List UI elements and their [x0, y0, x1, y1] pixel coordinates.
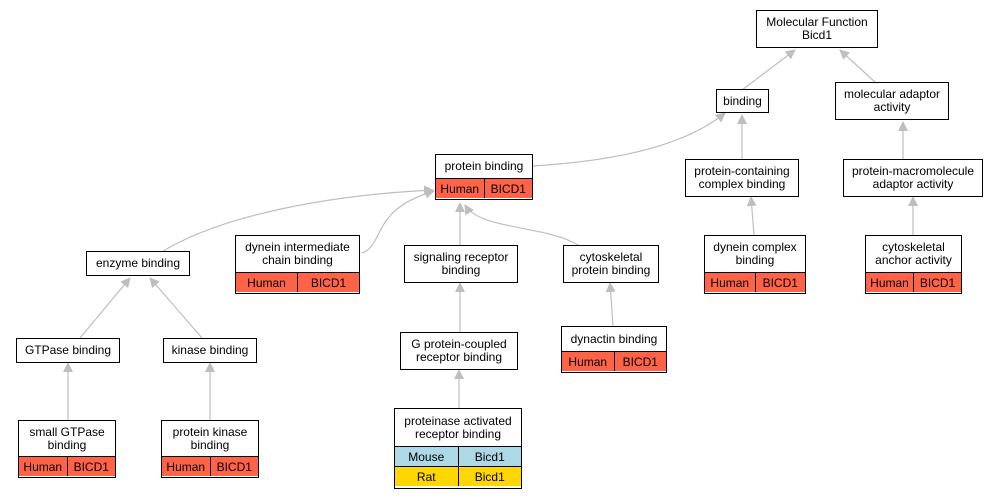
node-label-line: binding: [723, 93, 762, 108]
node-label-line: activity: [873, 100, 911, 114]
node-label-line: protein kinase: [172, 424, 248, 439]
annotation-row: Human BICD1: [162, 456, 258, 476]
edge-dynein-complex-to-complex: [746, 196, 757, 236]
node-dynein-complex-binding[interactable]: dynein complex binding Human BICD1: [704, 235, 806, 294]
node-cytoskeletal-protein-binding[interactable]: cytoskeletal protein binding: [563, 245, 659, 283]
edge-dynactin-to-cytoskeletal: [605, 282, 616, 327]
edge-enzyme-to-protein-binding: [159, 185, 434, 254]
node-proteinase-activated-receptor-binding[interactable]: proteinase activated receptor binding Mo…: [394, 408, 522, 489]
annotation-row: Mouse Bicd1: [395, 446, 521, 466]
node-small-gtpase-binding[interactable]: small GTPase binding Human BICD1: [18, 420, 116, 478]
node-label-line: chain binding: [262, 253, 333, 267]
node-molecular-adaptor-activity[interactable]: molecular adaptor activity: [835, 82, 949, 120]
gene-cell: BICD1: [913, 273, 961, 292]
species-cell: Human: [705, 273, 755, 292]
species-cell: Mouse: [395, 447, 458, 466]
edge-dynein-ic-to-protein-binding: [361, 188, 435, 254]
edge-binding-to-root: [741, 49, 796, 91]
node-label-line: protein binding: [444, 159, 524, 173]
species-cell: Human: [162, 457, 210, 476]
node-cytoskeletal-anchor-activity[interactable]: cytoskeletal anchor activity Human BICD1: [865, 235, 962, 294]
species-cell: Human: [236, 273, 297, 292]
species-cell: Human: [562, 352, 614, 371]
node-signaling-receptor-binding[interactable]: signaling receptor binding: [404, 245, 518, 283]
node-kinase-binding[interactable]: kinase binding: [163, 338, 257, 363]
gene-cell: BICD1: [613, 352, 666, 371]
node-label-line: anchor activity: [875, 253, 952, 267]
node-label-line: small GTPase: [29, 424, 105, 439]
node-label-line: binding: [441, 263, 481, 277]
edge-adaptor-to-root: [839, 49, 877, 84]
node-label-line: GTPase binding: [24, 343, 112, 357]
node-label-line: protein-macromolecule: [851, 164, 975, 178]
node-label-line: molecular adaptor: [843, 87, 941, 101]
node-label-line: adaptor activity: [872, 177, 954, 191]
edge-kinase-to-enzyme: [149, 277, 203, 339]
node-label-line: dynein intermediate: [245, 240, 350, 254]
edge-cytoskeletal-to-protein-binding: [464, 204, 579, 246]
node-label-line: enzyme binding: [95, 256, 181, 270]
node-protein-macromolecule-adaptor[interactable]: protein-macromolecule adaptor activity: [843, 159, 983, 197]
gene-cell: BICD1: [483, 179, 532, 198]
node-label-line: binding: [190, 437, 230, 452]
annotation-row: Human BICD1: [436, 178, 532, 198]
annotation-row: Human BICD1: [236, 272, 359, 292]
annotation-row: Human BICD1: [866, 272, 961, 292]
node-label-line: proteinase activated: [404, 413, 512, 428]
species-cell: Human: [436, 179, 484, 198]
node-label-line: binding: [735, 253, 775, 267]
node-label-line: receptor binding: [414, 426, 502, 441]
node-binding[interactable]: binding: [716, 89, 769, 113]
node-enzyme-binding[interactable]: enzyme binding: [86, 251, 190, 276]
node-label-line: kinase binding: [171, 343, 249, 357]
node-label-line: G protein-coupled: [411, 337, 507, 351]
node-gpcr-binding[interactable]: G protein-coupled receptor binding: [400, 332, 518, 370]
node-protein-containing-complex-binding[interactable]: protein-containing complex binding: [685, 159, 799, 197]
edge-gtpase-to-enzyme: [79, 277, 131, 339]
node-label-line: cytoskeletal: [882, 240, 945, 254]
node-gtpase-binding[interactable]: GTPase binding: [16, 338, 120, 363]
annotation-row: Human BICD1: [705, 272, 805, 292]
annotation-row: Human BICD1: [562, 351, 666, 371]
node-dynactin-binding[interactable]: dynactin binding Human BICD1: [561, 326, 667, 373]
node-label-line: binding: [47, 437, 87, 452]
gene-cell: BICD1: [754, 273, 805, 292]
node-protein-kinase-binding[interactable]: protein kinase binding Human BICD1: [161, 420, 259, 478]
node-label-line: Bicd1: [801, 28, 833, 42]
node-label-line: signaling receptor: [413, 250, 509, 264]
node-label-line: Molecular Function: [766, 15, 868, 29]
node-label-line: complex binding: [698, 177, 786, 191]
node-dynein-intermediate-chain-binding[interactable]: dynein intermediate chain binding Human …: [235, 235, 360, 294]
gene-cell: BICD1: [66, 457, 115, 476]
node-label-line: dynein complex: [713, 240, 797, 254]
species-cell: Human: [866, 273, 913, 292]
annotation-row: Rat Bicd1: [395, 466, 521, 486]
node-label-line: dynactin binding: [570, 331, 658, 346]
species-cell: Rat: [395, 467, 458, 486]
node-label-line: protein binding: [571, 263, 651, 277]
gene-cell: BICD1: [209, 457, 258, 476]
node-molecular-function[interactable]: Molecular Function Bicd1: [756, 10, 878, 48]
node-label-line: cytoskeletal: [579, 250, 643, 264]
node-label-line: protein-containing: [694, 164, 790, 178]
node-label-line: receptor binding: [415, 350, 503, 364]
gene-cell: Bicd1: [457, 447, 521, 466]
species-cell: Human: [19, 457, 67, 476]
edge-protein-binding-to-binding: [532, 112, 726, 167]
gene-cell: Bicd1: [457, 467, 521, 486]
node-protein-binding[interactable]: protein binding Human BICD1: [435, 154, 533, 200]
gene-cell: BICD1: [297, 273, 359, 292]
annotation-row: Human BICD1: [19, 456, 115, 476]
